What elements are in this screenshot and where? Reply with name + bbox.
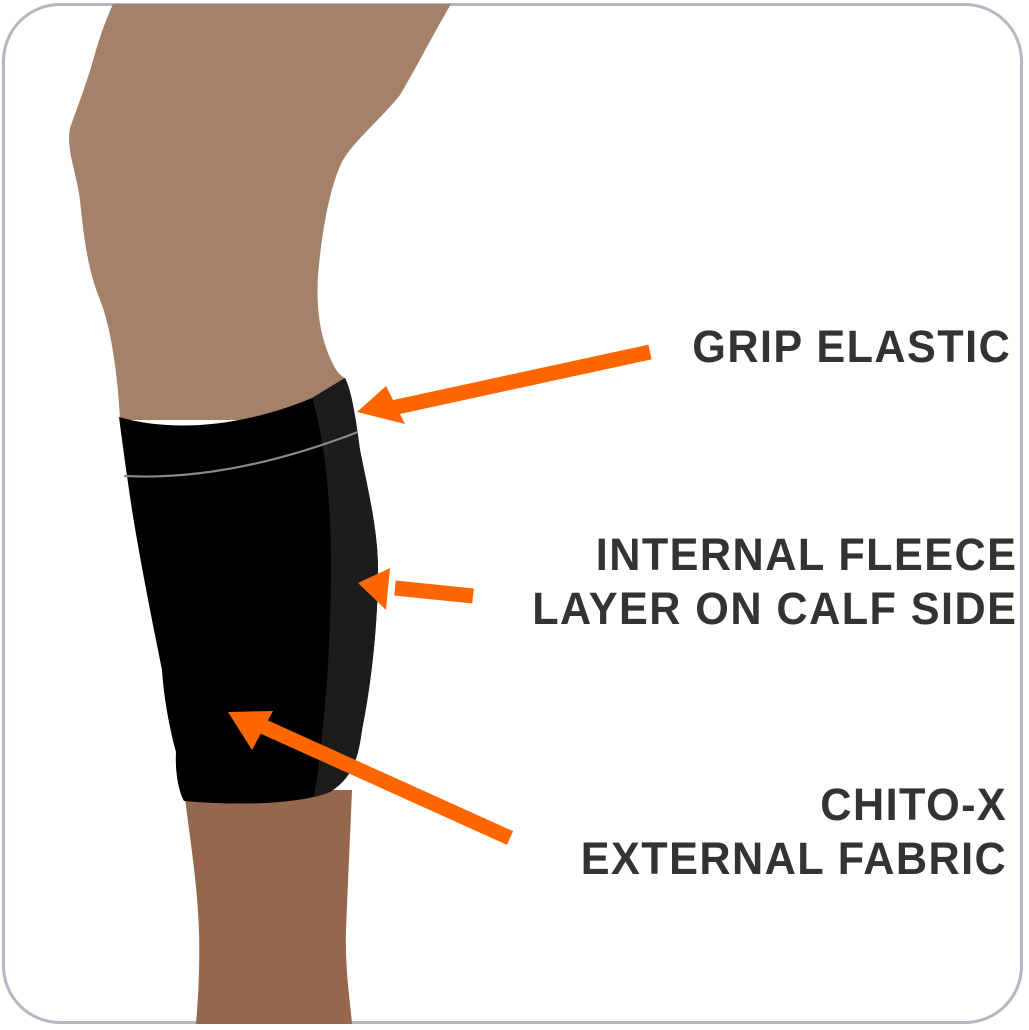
callout-grip-elastic-line-1: GRIP ELASTIC	[692, 321, 1011, 372]
callout-chito-x: CHITO-X EXTERNAL FABRIC	[581, 778, 1007, 886]
thigh-skin	[69, 4, 451, 420]
callout-internal-fleece-line-1: INTERNAL FLEECE	[595, 529, 1017, 580]
callout-chito-x-line-2: EXTERNAL FABRIC	[580, 833, 1007, 884]
grip-band-seam	[123, 430, 359, 478]
sleeve-fleece-panel	[312, 378, 378, 797]
sleeve-body	[119, 378, 378, 804]
callout-grip-elastic: GRIP ELASTIC	[692, 320, 1011, 374]
shin-skin	[184, 790, 352, 1024]
callout-internal-fleece: INTERNAL FLEECE LAYER ON CALF SIDE	[532, 528, 1017, 636]
arrow-chito-x	[228, 711, 514, 845]
callout-chito-x-line-1: CHITO-X	[820, 779, 1007, 830]
arrow-grip-elastic	[357, 344, 652, 424]
arrow-internal-fleece	[358, 568, 474, 610]
callout-internal-fleece-line-2: LAYER ON CALF SIDE	[531, 583, 1017, 634]
